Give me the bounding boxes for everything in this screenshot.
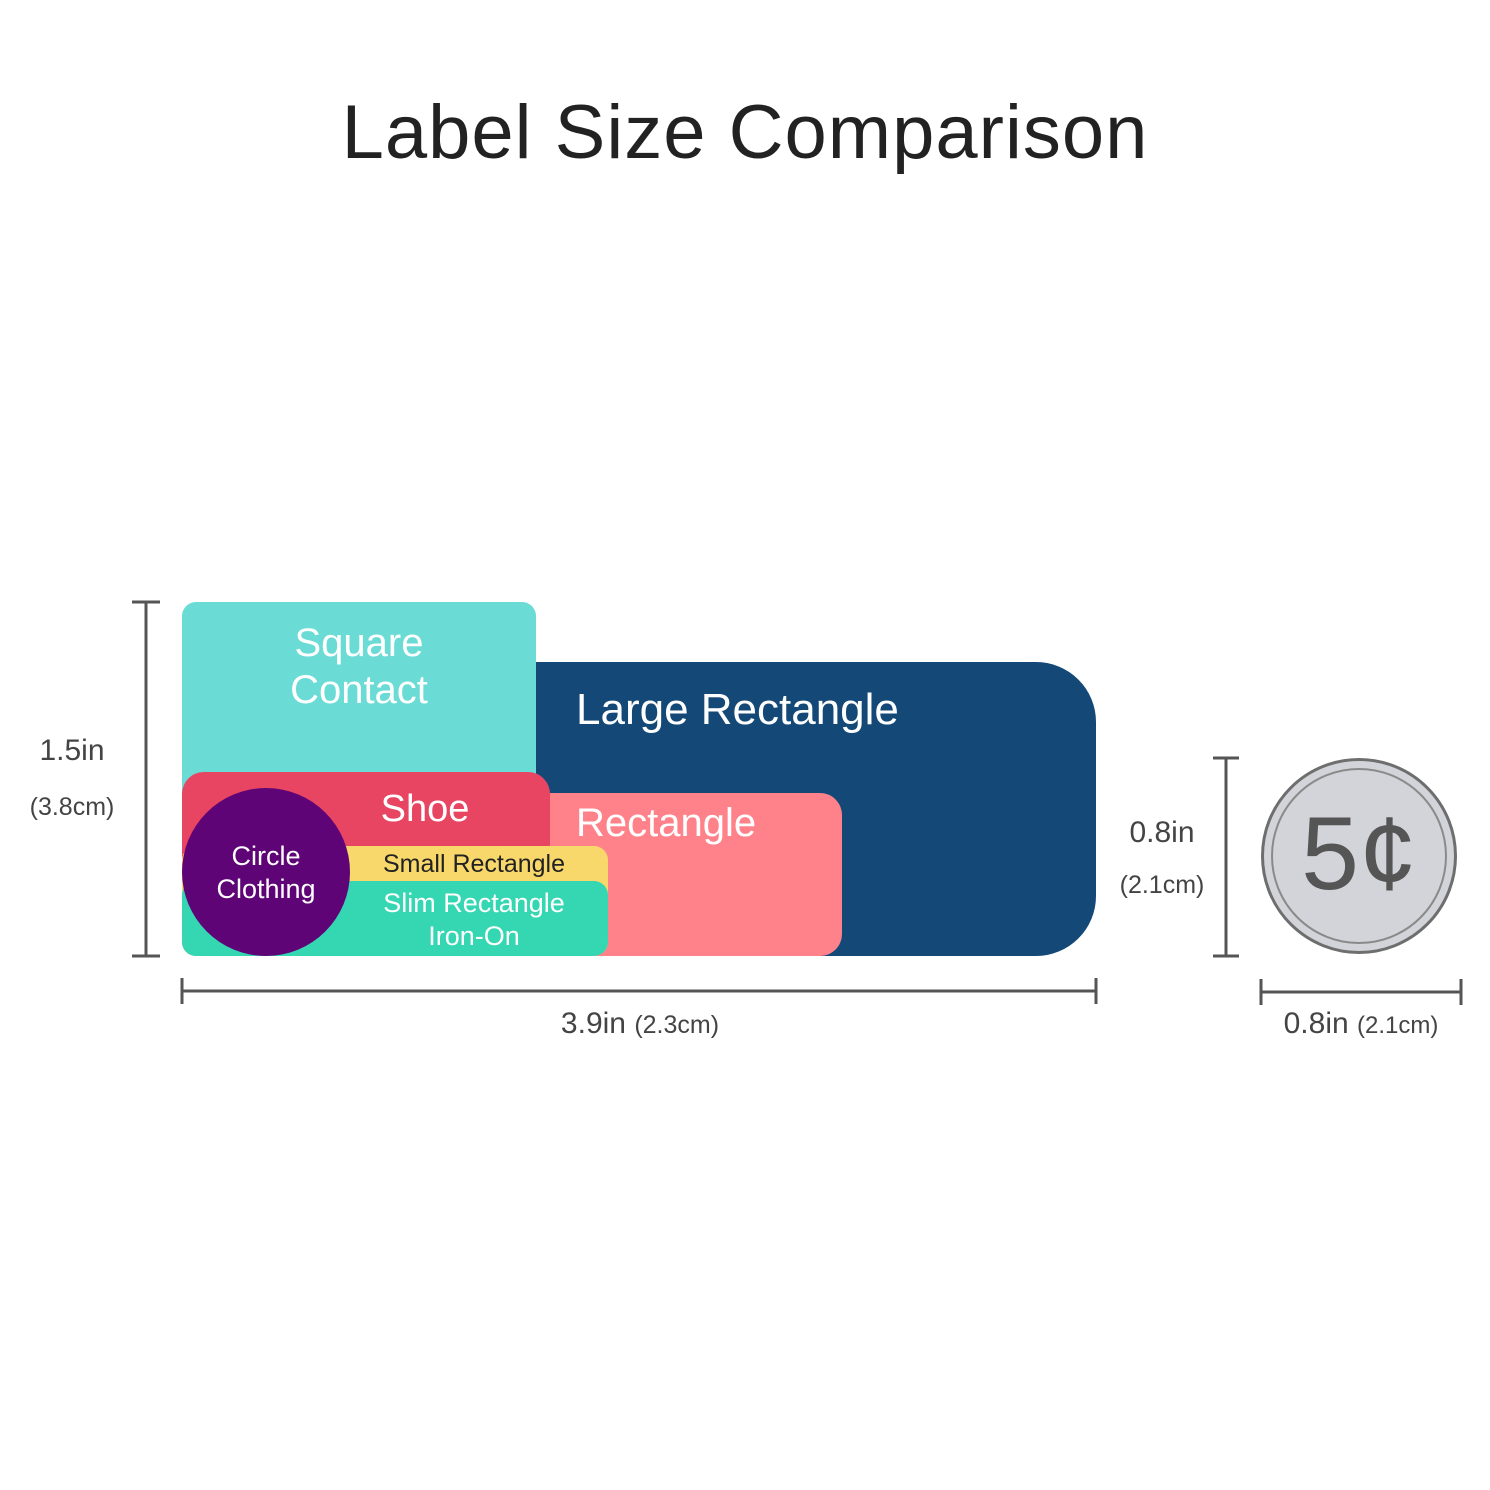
coin-rim [1271, 768, 1447, 944]
coin-height-cm: (2.1cm) [1119, 871, 1205, 899]
labels-width-text: 3.9in (2.3cm) [440, 1005, 840, 1044]
square-contact-text-line1: Square [294, 621, 424, 665]
coin-height-inches: 0.8in [1129, 816, 1195, 849]
shoe-text: Shoe [380, 788, 470, 830]
page-title: Label Size Comparison [341, 90, 1149, 175]
rectangle-text: Rectangle [576, 801, 757, 845]
coin-width-text: 0.8in (2.1cm) [1250, 1005, 1472, 1045]
labels-height-cm: (3.8cm) [29, 793, 115, 821]
small-rectangle-text: Small Rectangle [382, 850, 566, 878]
coin-value-text: 5¢ [1301, 796, 1417, 912]
slim-rectangle-text-line1: Slim Rectangle [383, 888, 565, 918]
coin-width-cm: (2.1cm) [1357, 1012, 1439, 1039]
circle-clothing-label [182, 788, 350, 956]
coin-width-inches: 0.8in [1283, 1007, 1349, 1040]
square-contact-text-line2: Contact [290, 668, 428, 712]
circle-clothing-text-line2: Clothing [216, 874, 316, 904]
large-rectangle-text: Large Rectangle [576, 685, 899, 734]
circle-clothing-text-line1: Circle [231, 841, 301, 871]
slim-rectangle-text-line2: Iron-On [428, 921, 520, 951]
labels-height-inches: 1.5in [39, 734, 105, 767]
labels-width-inches: 3.9in [560, 1007, 626, 1040]
nickel-coin-icon: 5¢ [1261, 758, 1457, 954]
labels-width-cm: (2.3cm) [634, 1011, 720, 1039]
